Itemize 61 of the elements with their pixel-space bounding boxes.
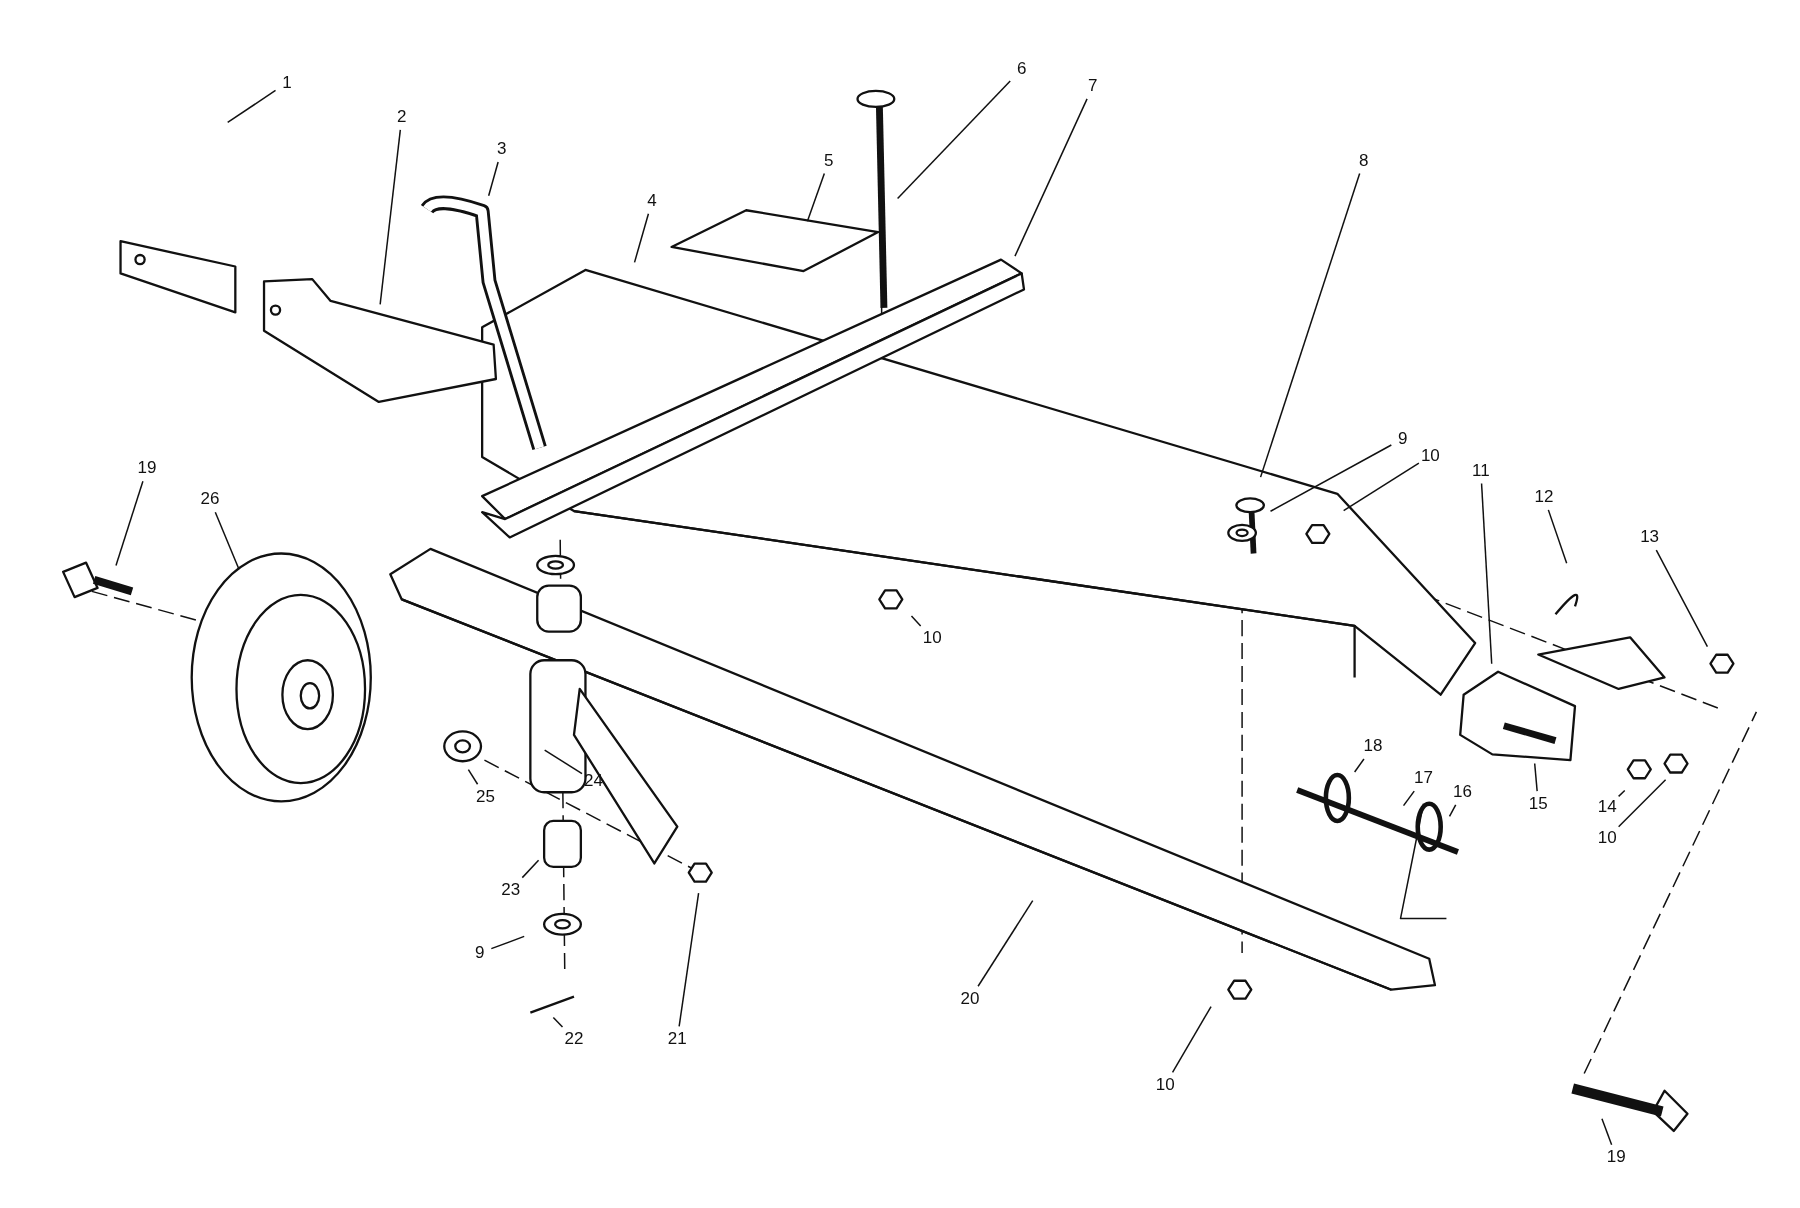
callout-number: 10 bbox=[1420, 445, 1440, 466]
leader-line bbox=[521, 859, 540, 879]
leader-line bbox=[226, 89, 277, 124]
callout-number: 19 bbox=[137, 458, 157, 479]
callout-number: 8 bbox=[1359, 150, 1369, 171]
callout-number: 7 bbox=[1088, 76, 1098, 97]
callout-number: 9 bbox=[475, 942, 485, 963]
callout-number: 9 bbox=[1398, 428, 1408, 449]
leader-line bbox=[1014, 98, 1088, 257]
leader-line bbox=[1617, 789, 1626, 798]
leader-line bbox=[1601, 1117, 1613, 1146]
callout-number: 6 bbox=[1016, 58, 1027, 79]
leader-line bbox=[487, 161, 499, 197]
leader-line bbox=[214, 511, 240, 571]
callout-number: 18 bbox=[1363, 736, 1383, 757]
callout-number: 25 bbox=[476, 786, 496, 807]
callout-number: 10 bbox=[1597, 828, 1617, 848]
leader-line bbox=[490, 935, 525, 950]
callout-number: 23 bbox=[501, 879, 521, 900]
leader-line bbox=[1533, 762, 1538, 792]
callout-number: 3 bbox=[496, 139, 507, 160]
leader-line bbox=[896, 80, 1011, 200]
callout-number: 4 bbox=[647, 190, 657, 211]
callout-number: 12 bbox=[1534, 487, 1554, 508]
callout-number: 26 bbox=[200, 489, 220, 510]
leader-line bbox=[1617, 778, 1667, 828]
callout-number: 1 bbox=[282, 72, 292, 93]
leader-line bbox=[1480, 482, 1493, 665]
leader-line bbox=[977, 899, 1034, 987]
callout-number: 21 bbox=[667, 1028, 687, 1049]
callout-number: 17 bbox=[1414, 768, 1433, 789]
callout-number: 10 bbox=[922, 628, 942, 649]
leader-line bbox=[1353, 758, 1365, 773]
callout-number: 19 bbox=[1606, 1147, 1626, 1168]
callout-number: 15 bbox=[1528, 793, 1548, 814]
callout-number: 22 bbox=[564, 1028, 584, 1049]
leader-line bbox=[910, 615, 922, 627]
leader-line bbox=[552, 1016, 564, 1028]
leader-line bbox=[1342, 462, 1420, 512]
callout-number: 10 bbox=[1155, 1074, 1175, 1095]
leader-line bbox=[115, 480, 144, 567]
callout-number: 5 bbox=[824, 150, 834, 171]
leader-line bbox=[379, 129, 402, 306]
callout-number: 11 bbox=[1472, 460, 1490, 481]
callout-number: 20 bbox=[960, 988, 980, 1009]
leader-line bbox=[806, 172, 826, 222]
callout-number: 13 bbox=[1640, 527, 1660, 548]
leader-line bbox=[633, 212, 650, 264]
leader-line bbox=[1171, 1005, 1212, 1074]
leader-line bbox=[1269, 444, 1393, 512]
callout-number: 2 bbox=[397, 107, 407, 128]
leader-line bbox=[1448, 804, 1457, 818]
leader-line bbox=[1655, 549, 1709, 648]
leader-line bbox=[1402, 790, 1415, 807]
leader-line bbox=[543, 749, 583, 775]
leader-line bbox=[678, 892, 700, 1028]
leader-line bbox=[1259, 172, 1361, 478]
leader-line bbox=[467, 768, 479, 785]
callout-number: 16 bbox=[1453, 782, 1472, 803]
callout-number: 14 bbox=[1597, 797, 1617, 817]
leader-line bbox=[1547, 509, 1568, 565]
